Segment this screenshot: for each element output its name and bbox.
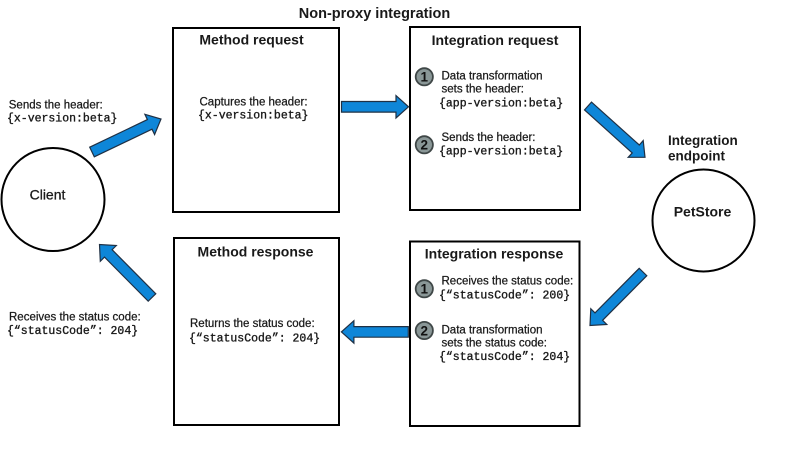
svg-text:Method request: Method request (199, 31, 304, 47)
svg-text:{app-version:beta}: {app-version:beta} (439, 98, 563, 111)
svg-text:endpoint: endpoint (668, 149, 725, 164)
svg-text:Integration response: Integration response (425, 246, 564, 262)
svg-text:Integration: Integration (668, 133, 738, 148)
svg-text:1: 1 (421, 282, 429, 297)
svg-text:{x-version:beta}: {x-version:beta} (198, 110, 308, 123)
svg-text:Captures the header:: Captures the header: (200, 96, 308, 108)
svg-text:{“statusCode”: 204}: {“statusCode”: 204} (439, 351, 570, 364)
svg-text:{“statusCode”: 200}: {“statusCode”: 200} (439, 290, 570, 303)
svg-text:Sends the header:: Sends the header: (442, 132, 536, 144)
svg-text:{“statusCode”: 204}: {“statusCode”: 204} (7, 325, 138, 338)
svg-text:sets the header:: sets the header: (442, 83, 524, 95)
svg-text:Returns the status code:: Returns the status code: (190, 318, 315, 330)
svg-text:Receives the status code:: Receives the status code: (9, 312, 141, 324)
svg-text:2: 2 (421, 323, 429, 338)
svg-text:Data transformation: Data transformation (442, 70, 543, 82)
svg-text:{app-version:beta}: {app-version:beta} (439, 146, 563, 159)
svg-text:Integration request: Integration request (432, 32, 559, 48)
svg-text:Sends the header:: Sends the header: (9, 100, 103, 112)
svg-text:Data transformation: Data transformation (442, 325, 543, 337)
svg-text:Receives the status code:: Receives the status code: (442, 276, 574, 288)
svg-text:1: 1 (421, 70, 429, 85)
svg-text:Non-proxy integration: Non-proxy integration (299, 6, 450, 22)
svg-text:Client: Client (30, 187, 66, 203)
svg-text:Method response: Method response (198, 243, 314, 259)
svg-text:{“statusCode”: 204}: {“statusCode”: 204} (189, 333, 320, 346)
svg-text:{x-version:beta}: {x-version:beta} (7, 113, 117, 126)
svg-text:PetStore: PetStore (674, 204, 732, 220)
svg-text:2: 2 (421, 138, 429, 153)
svg-text:sets the status code:: sets the status code: (442, 338, 547, 350)
